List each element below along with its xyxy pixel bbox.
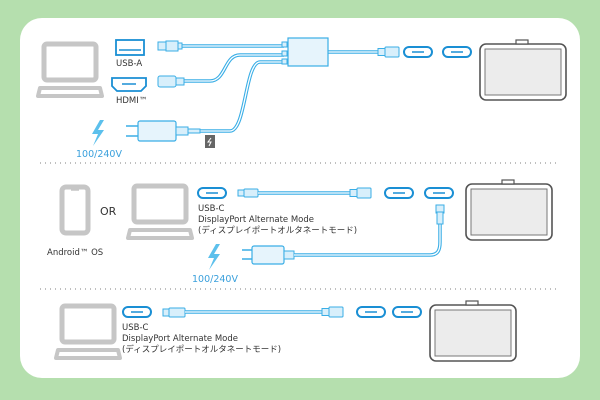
usb-c-label: USB-C xyxy=(198,204,225,214)
section-usb-c-powered-setup xyxy=(59,179,553,270)
usb-c-label: USB-C xyxy=(122,323,149,333)
usb-a-label: USB-A xyxy=(116,59,143,69)
usb-c-port-icon xyxy=(197,187,227,199)
laptop-icon xyxy=(38,44,102,96)
section-hdmi-setup xyxy=(38,37,567,148)
power-adapter-icon xyxy=(242,204,445,265)
usb-c-port-icon xyxy=(122,306,152,318)
displayport-jp-label: (ディスプレイポートオルタネートモード) xyxy=(198,226,358,236)
usb-c-cable xyxy=(237,187,372,199)
hdmi-label: HDMI™ xyxy=(116,96,148,106)
lightning-icon xyxy=(208,244,220,270)
usb-a-plug-icon xyxy=(157,40,183,52)
displayport-label: DisplayPort Alternate Mode xyxy=(122,334,238,344)
usb-c-plug-icon xyxy=(377,46,400,58)
usb-c-port-icon xyxy=(384,187,414,199)
usb-c-port-icon xyxy=(392,306,422,318)
displayport-label: DisplayPort Alternate Mode xyxy=(198,215,314,225)
lightning-icon xyxy=(92,120,104,146)
laptop-icon xyxy=(128,186,192,238)
hdmi-port-icon xyxy=(111,77,147,92)
phone-icon xyxy=(59,184,91,236)
power-adapter-icon xyxy=(126,120,201,142)
hdmi-plug-icon xyxy=(157,75,185,88)
laptop-icon xyxy=(56,306,120,358)
pen-display-icon xyxy=(479,39,567,101)
pen-display-icon xyxy=(465,179,553,241)
usb-c-port-icon xyxy=(356,306,386,318)
usb-c-cable xyxy=(162,306,344,318)
section-usb-c-direct-setup xyxy=(56,300,517,362)
usb-c-port-icon xyxy=(424,187,454,199)
usb-c-port-icon xyxy=(403,46,433,58)
or-label: OR xyxy=(100,205,117,218)
voltage-label: 100/240V xyxy=(192,274,238,285)
power-tag-icon xyxy=(205,135,215,148)
displayport-jp-label: (ディスプレイポートオルタネートモード) xyxy=(122,345,282,355)
hub-box xyxy=(281,37,329,67)
voltage-label: 100/240V xyxy=(76,149,122,160)
android-label: Android™ OS xyxy=(47,248,104,258)
usb-c-port-icon xyxy=(442,46,472,58)
hub-cable xyxy=(182,44,378,133)
usb-a-port-icon xyxy=(115,39,145,56)
pen-display-icon xyxy=(429,300,517,362)
